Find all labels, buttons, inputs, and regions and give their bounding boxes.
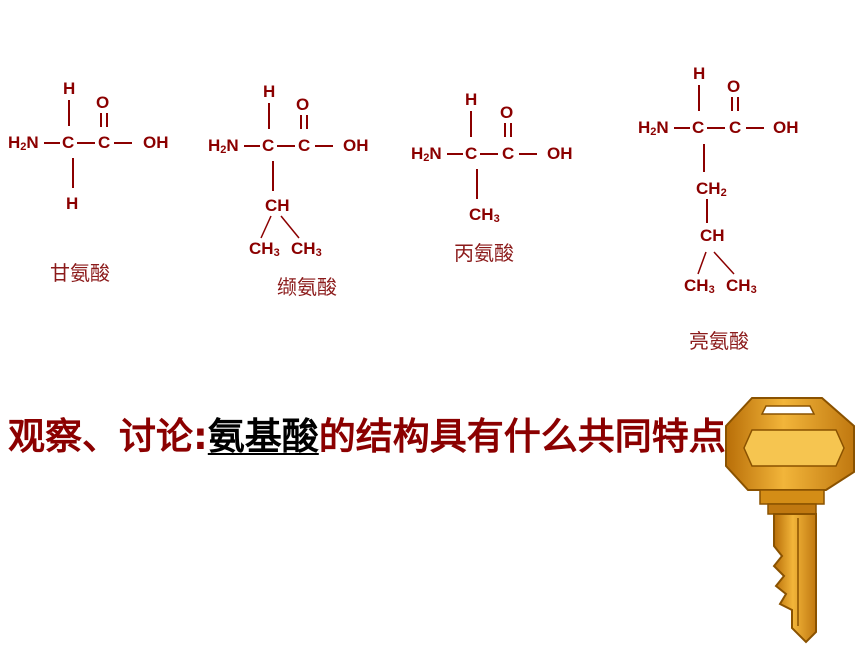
glycine-bond bbox=[44, 142, 60, 144]
alanine-ch3-sub: 3 bbox=[493, 213, 500, 225]
alanine-carbonyl-c: C bbox=[502, 144, 515, 163]
leucine-amino-h: H bbox=[638, 118, 651, 137]
valine-name: 缬氨酸 bbox=[277, 275, 337, 299]
leucine-ch2-sub: 2 bbox=[720, 187, 727, 199]
valine-ch3-a: CH3 bbox=[249, 240, 280, 259]
leucine-alpha-c: C bbox=[692, 118, 705, 137]
valine-ch3-a-sub: 3 bbox=[273, 247, 280, 259]
valine-bond bbox=[268, 103, 270, 129]
leucine-carbonyl-c: C bbox=[729, 118, 742, 137]
valine-bond bbox=[277, 145, 295, 147]
question-suffix: 的结构具有什么共同特点 bbox=[318, 415, 726, 458]
glycine-oh: OH bbox=[143, 133, 169, 152]
valine-carbonyl-c: C bbox=[298, 136, 311, 155]
leucine-bond bbox=[706, 199, 708, 223]
leucine-bond bbox=[746, 127, 764, 129]
alanine-double-bond-1 bbox=[504, 123, 506, 137]
leucine-bond bbox=[703, 144, 705, 172]
glycine-double-bond-1 bbox=[100, 113, 102, 127]
alanine-bond bbox=[476, 169, 478, 199]
leucine-name: 亮氨酸 bbox=[689, 329, 749, 353]
alanine-alpha-c: C bbox=[465, 144, 478, 163]
valine-oh: OH bbox=[343, 136, 369, 155]
leucine-ch3-a: CH3 bbox=[684, 277, 715, 296]
leucine-ch3-a-ch: CH bbox=[684, 276, 709, 295]
leucine-top-h: H bbox=[693, 64, 706, 83]
glycine-bottom-h: H bbox=[66, 194, 79, 213]
leucine-amino-n: N bbox=[656, 118, 669, 137]
valine-ch3-a-ch: CH bbox=[249, 239, 274, 258]
question-prefix: 观察、讨论: bbox=[8, 415, 208, 458]
alanine-amino: H2N bbox=[411, 145, 442, 164]
glycine-o: O bbox=[96, 93, 110, 112]
leucine-amino: H2N bbox=[638, 119, 669, 138]
glycine-amino: H2N bbox=[8, 134, 39, 153]
valine-bond bbox=[272, 161, 274, 191]
valine-ch3-b-ch: CH bbox=[291, 239, 316, 258]
valine-amino: H2N bbox=[208, 137, 239, 156]
leucine-bond bbox=[707, 127, 725, 129]
leucine-ch3-a-sub: 3 bbox=[708, 284, 715, 296]
leucine-ch3-b-ch: CH bbox=[726, 276, 751, 295]
valine-double-bond-2 bbox=[306, 115, 308, 129]
alanine-bond bbox=[480, 153, 498, 155]
alanine-double-bond-2 bbox=[510, 123, 512, 137]
discussion-question: 观察、讨论:氨基酸的结构具有什么共同特点 bbox=[8, 418, 726, 455]
glycine-alpha-c: C bbox=[62, 133, 75, 152]
valine-ch3-b-sub: 3 bbox=[315, 247, 322, 259]
glycine-bond bbox=[114, 142, 132, 144]
leucine-branch-bonds bbox=[697, 251, 735, 275]
leucine-double-bond-2 bbox=[737, 97, 739, 111]
valine-amino-n: N bbox=[226, 136, 239, 155]
glycine-carbonyl-c: C bbox=[98, 133, 111, 152]
leucine-ch2-ch: CH bbox=[696, 179, 721, 198]
glycine-top-h: H bbox=[63, 79, 76, 98]
leucine-oh: OH bbox=[773, 118, 799, 137]
alanine-oh: OH bbox=[547, 144, 573, 163]
leucine-amino-sub: 2 bbox=[650, 126, 657, 138]
key-icon bbox=[725, 397, 855, 644]
alanine-name: 丙氨酸 bbox=[454, 241, 514, 265]
alanine-amino-sub: 2 bbox=[423, 152, 430, 164]
glycine-double-bond-2 bbox=[106, 113, 108, 127]
leucine-bond bbox=[698, 85, 700, 111]
valine-amino-h: H bbox=[208, 136, 221, 155]
valine-branch-bonds bbox=[260, 215, 300, 239]
valine-double-bond-1 bbox=[300, 115, 302, 129]
valine-ch3-b: CH3 bbox=[291, 240, 322, 259]
leucine-ch: CH bbox=[700, 226, 725, 245]
valine-bond bbox=[244, 145, 260, 147]
valine-amino-sub: 2 bbox=[220, 144, 227, 156]
leucine-ch3-b: CH3 bbox=[726, 277, 757, 296]
alanine-ch3-ch: CH bbox=[469, 205, 494, 224]
glycine-amino-sub: 2 bbox=[20, 141, 27, 153]
alanine-o: O bbox=[500, 103, 514, 122]
valine-bond bbox=[315, 145, 333, 147]
glycine-amino-n: N bbox=[26, 133, 39, 152]
valine-ch: CH bbox=[265, 196, 290, 215]
valine-o: O bbox=[296, 95, 310, 114]
alanine-top-h: H bbox=[465, 90, 478, 109]
alanine-bond bbox=[519, 153, 537, 155]
alanine-bond bbox=[470, 111, 472, 137]
valine-top-h: H bbox=[263, 82, 276, 101]
leucine-o: O bbox=[727, 77, 741, 96]
glycine-name: 甘氨酸 bbox=[50, 261, 110, 285]
alanine-amino-n: N bbox=[429, 144, 442, 163]
glycine-bond bbox=[72, 158, 74, 188]
alanine-ch3: CH3 bbox=[469, 206, 500, 225]
question-highlight: 氨基酸 bbox=[207, 415, 319, 458]
alanine-amino-h: H bbox=[411, 144, 424, 163]
alanine-bond bbox=[447, 153, 463, 155]
leucine-double-bond-1 bbox=[731, 97, 733, 111]
glycine-amino-h: H bbox=[8, 133, 21, 152]
glycine-bond bbox=[68, 100, 70, 126]
leucine-bond bbox=[674, 127, 690, 129]
glycine-bond bbox=[77, 142, 95, 144]
leucine-ch2: CH2 bbox=[696, 180, 727, 199]
valine-alpha-c: C bbox=[262, 136, 275, 155]
leucine-ch3-b-sub: 3 bbox=[750, 284, 757, 296]
